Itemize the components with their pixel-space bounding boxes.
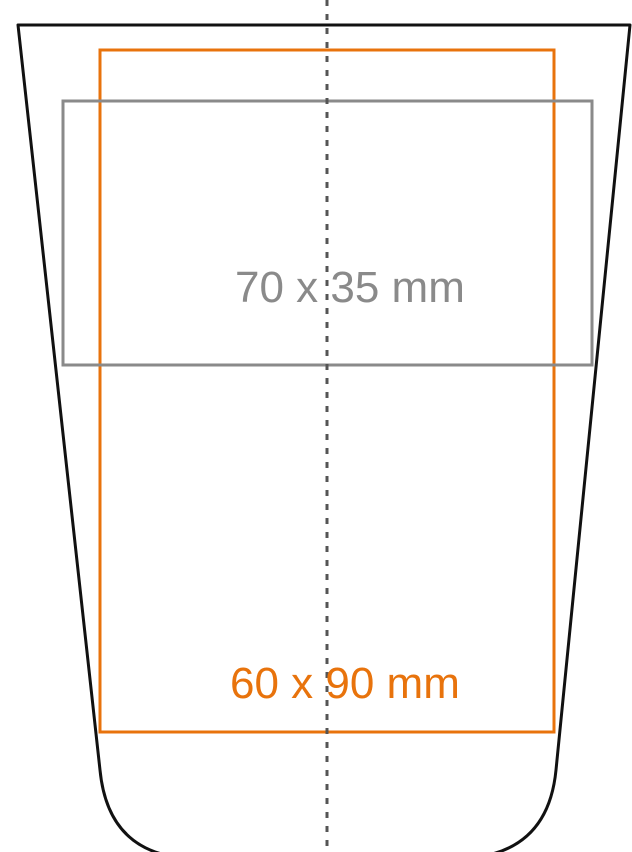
cup-outline <box>16 23 632 852</box>
print-area-landscape-label: 70 x 35 mm <box>235 263 465 312</box>
print-area-portrait-label: 60 x 90 mm <box>230 659 460 708</box>
